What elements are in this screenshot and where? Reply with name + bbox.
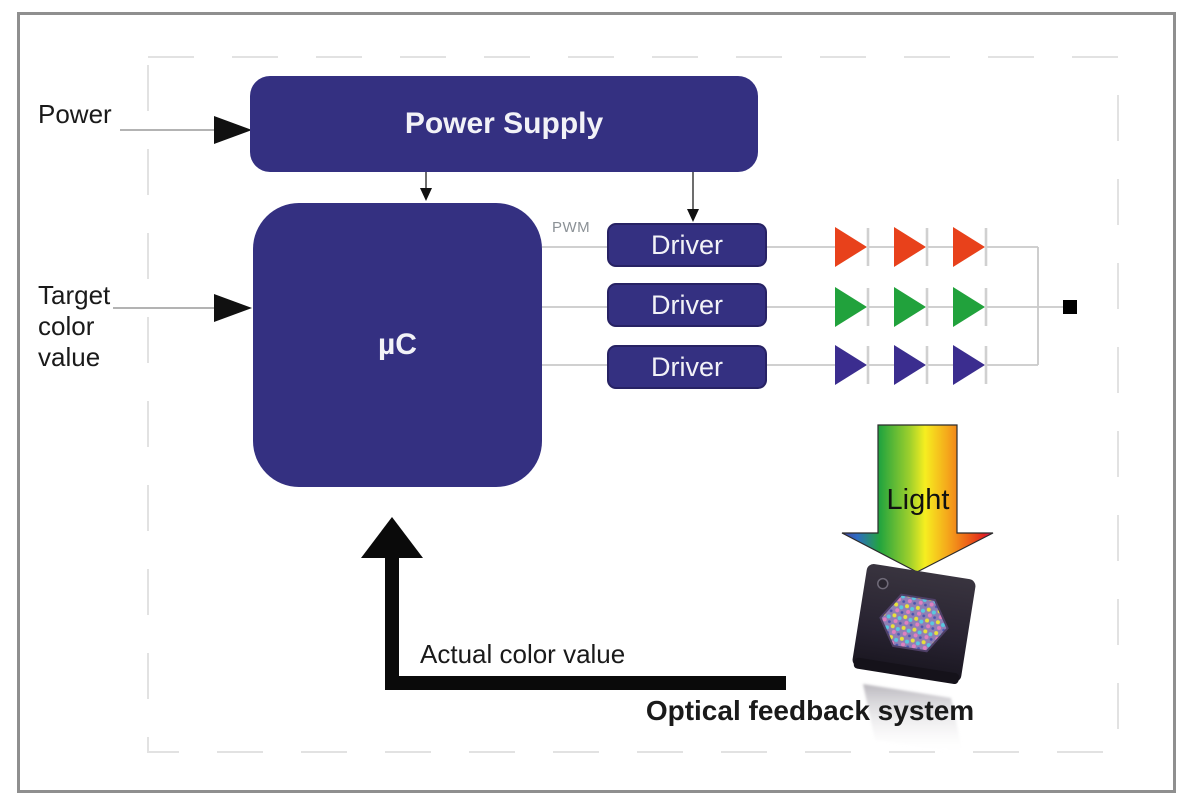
target-label-line: value: [38, 342, 101, 372]
led-green-icon: [894, 287, 926, 327]
led-green-icon: [835, 287, 867, 327]
dashed-boundary: [147, 56, 1119, 753]
led-row-green: [835, 287, 988, 327]
target-label-line: Target: [38, 280, 111, 310]
chip-logo-mark-icon: [877, 577, 889, 590]
led-row-blue: [835, 345, 988, 385]
led-red-icon: [835, 227, 867, 267]
ps-to-driver-arrowhead-icon: [687, 209, 699, 222]
driver-block-blue: Driver: [607, 345, 767, 389]
pwm-signal-label: PWM: [552, 219, 591, 236]
chip-reflection: [863, 684, 963, 754]
ps-to-uc-arrowhead-icon: [420, 188, 432, 201]
target-label-line: color: [38, 311, 95, 341]
target-color-value-label: Target color value: [38, 280, 148, 373]
chip-edge: [853, 657, 960, 685]
driver-label: Driver: [651, 229, 723, 260]
driver-block-green: Driver: [607, 283, 767, 327]
feedback-arrow-vertical: [385, 556, 399, 682]
outer-frame-border: [17, 12, 1176, 793]
led-red-icon: [953, 227, 985, 267]
actual-color-value-label: Actual color value: [420, 639, 626, 669]
light-arrow-icon: [841, 424, 994, 573]
optical-feedback-system-caption: Optical feedback system: [645, 695, 975, 726]
led-green-icon: [953, 287, 985, 327]
feedback-arrowhead-icon: [361, 517, 423, 558]
led-blue-icon: [894, 345, 926, 385]
microcontroller-label: µC: [378, 328, 417, 361]
power-supply-block: Power Supply: [250, 76, 758, 172]
led-blue-icon: [835, 345, 867, 385]
power-input-label: Power: [38, 99, 112, 129]
target-input-arrowhead-icon: [214, 294, 252, 322]
feedback-arrow-horizontal: [385, 676, 786, 690]
circuit-node-square: [1063, 300, 1077, 314]
power-supply-label: Power Supply: [404, 107, 604, 140]
driver-label: Driver: [651, 351, 723, 382]
microcontroller-block: µC: [253, 203, 542, 487]
chip-sensor-hexagon: [879, 593, 949, 653]
led-blue-icon: [953, 345, 985, 385]
light-label: Light: [886, 484, 950, 516]
power-input-arrowhead-icon: [214, 116, 252, 144]
led-row-red: [835, 227, 988, 267]
driver-block-red: Driver: [607, 223, 767, 267]
led-red-icon: [894, 227, 926, 267]
driver-label: Driver: [651, 289, 723, 320]
feedback-arrow: [361, 517, 786, 690]
led-circuit-wires: [542, 246, 1063, 366]
sensor-chip: [852, 564, 976, 685]
